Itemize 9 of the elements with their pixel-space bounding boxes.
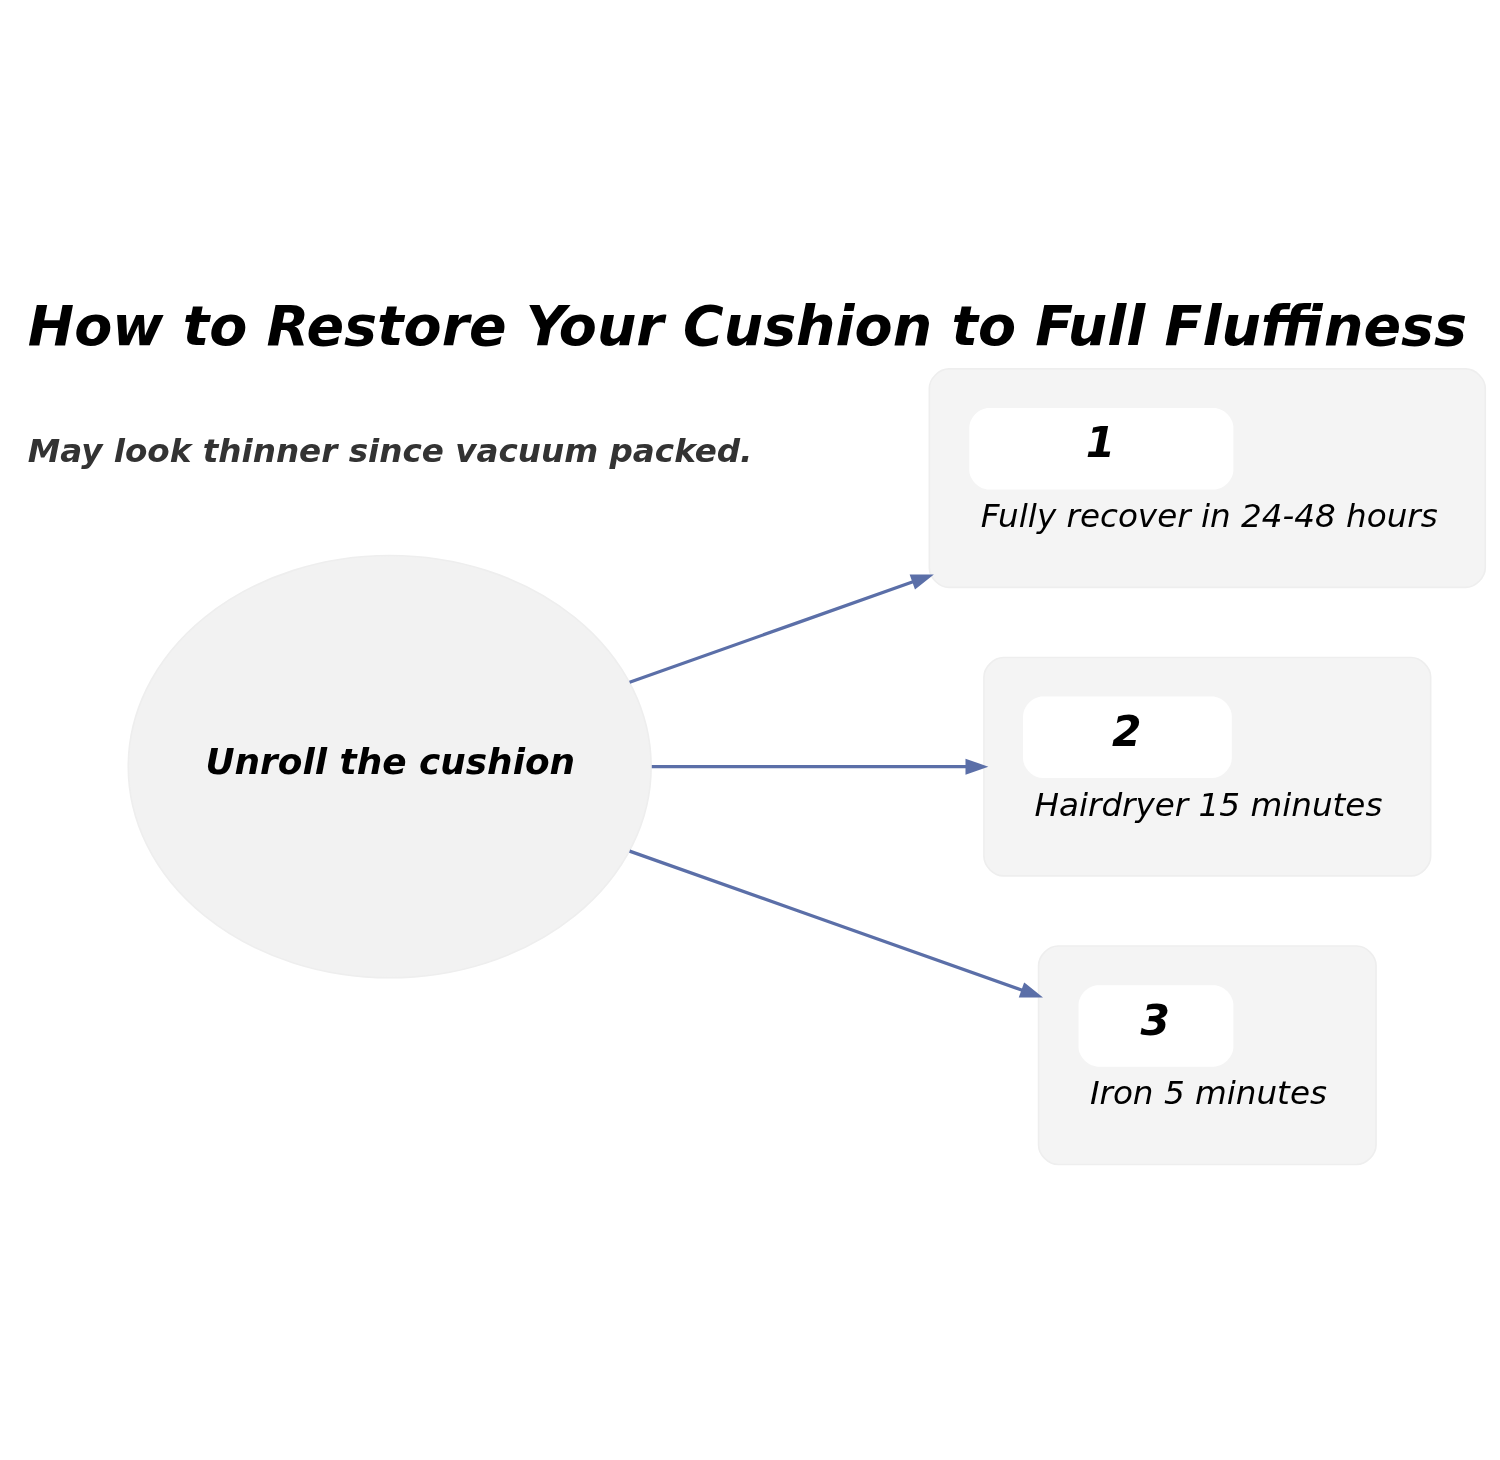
diagram-title: How to Restore Your Cushion to Full Fluffiness	[27, 293, 1467, 358]
node-box: 2 Hairdryer 15 minutes	[983, 656, 1432, 877]
node-box: 3 Iron 5 minutes	[1037, 945, 1377, 1166]
label: May look thinner since vacuum packed.	[27, 431, 753, 470]
node-ellipse: Unroll the cushion	[127, 554, 652, 979]
arrow	[629, 849, 1043, 998]
arrow	[629, 574, 934, 684]
node-box: 1 Fully recover in 24-48 hours	[928, 368, 1487, 589]
arrow	[651, 758, 989, 775]
